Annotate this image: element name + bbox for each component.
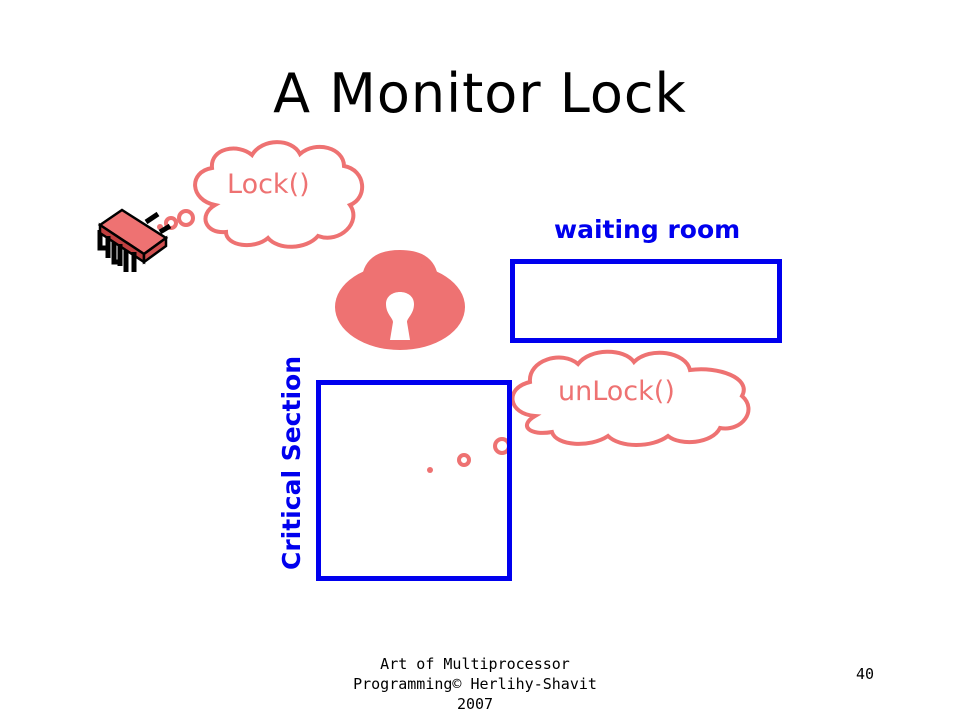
footer-line-3: 2007 — [456, 695, 494, 713]
waiting-room-label: waiting room — [554, 215, 741, 244]
footer-line-2: Programming© Herlihy-Shavit — [353, 675, 597, 693]
footer-line-1: Art of Multiprocessor — [380, 655, 570, 673]
critical-section-label: Critical Section — [277, 356, 306, 571]
slide-title: A Monitor Lock — [273, 62, 687, 125]
thread-icon — [97, 208, 172, 272]
lock-thought-cloud — [193, 140, 365, 249]
unlock-call-text: unLock() — [558, 376, 675, 407]
unlock-thought-cloud — [510, 349, 751, 447]
critical-section-box — [316, 380, 512, 581]
lock-thought-bubbles — [157, 209, 195, 230]
lock-call-text: Lock() — [227, 169, 310, 200]
waiting-room-box — [510, 259, 782, 343]
page-number: 40 — [856, 665, 875, 683]
footer-citation: Art of Multiprocessor Programming© Herli… — [320, 654, 630, 714]
lock-icon — [335, 249, 465, 350]
